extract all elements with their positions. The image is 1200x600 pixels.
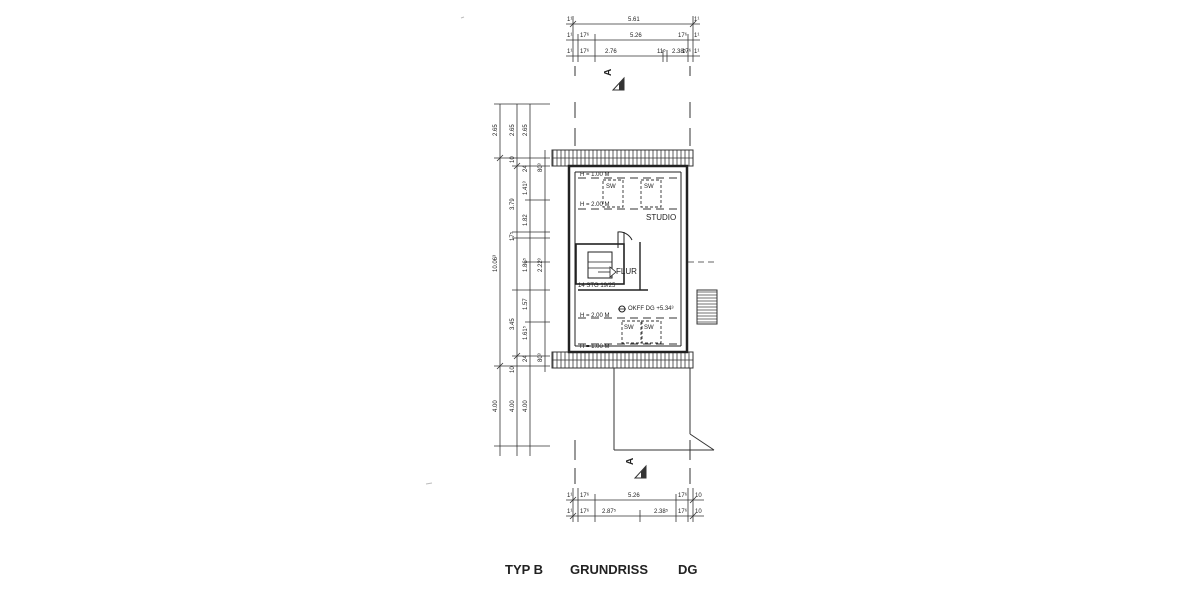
section-line-a [574, 66, 691, 484]
title-floor: DG [678, 562, 698, 577]
svg-text:2.65: 2.65 [523, 124, 529, 136]
walls [567, 164, 689, 354]
svg-text:17⁶: 17⁶ [580, 492, 590, 499]
stair-core [575, 242, 648, 291]
svg-text:1¹: 1¹ [694, 49, 699, 55]
svg-text:H = 1.00 M: H = 1.00 M [580, 344, 610, 350]
svg-text:2.65: 2.65 [510, 124, 516, 136]
svg-text:17⁶: 17⁶ [678, 32, 688, 39]
svg-text:2.65: 2.65 [493, 124, 499, 136]
svg-text:4.00: 4.00 [493, 400, 499, 412]
roof-eave-bottom [551, 351, 694, 369]
svg-text:5.26: 5.26 [630, 33, 642, 39]
section-marker-bottom: A [625, 458, 647, 479]
svg-text:SW: SW [606, 184, 616, 190]
svg-text:3.79: 3.79 [510, 198, 516, 210]
svg-text:1¹: 1¹ [694, 33, 699, 39]
top-dimension-chains [566, 16, 700, 62]
svg-text:17⁵: 17⁵ [509, 231, 516, 241]
section-marker-top: A [603, 69, 625, 91]
svg-text:17⁶: 17⁶ [682, 48, 692, 55]
svg-text:80³: 80³ [538, 353, 544, 362]
svg-text:H = 2.00 M: H = 2.00 M [580, 313, 610, 319]
svg-text:3.45: 3.45 [510, 318, 516, 330]
svg-text:1¹: 1¹ [567, 49, 572, 55]
svg-text:2.22³: 2.22³ [538, 258, 544, 272]
svg-text:11⁵: 11⁵ [657, 48, 666, 55]
top-dimension-labels: 1¹ 5.61 1¹ 1¹ 17⁶ 5.26 17⁶ 1¹ 1¹ 17⁶ 2.7… [567, 17, 699, 55]
svg-text:17⁶: 17⁶ [678, 492, 688, 499]
svg-text:10: 10 [510, 156, 516, 163]
svg-text:2.38⁵: 2.38⁵ [672, 48, 687, 55]
door-swing [617, 231, 633, 248]
svg-text:2.76: 2.76 [605, 49, 617, 55]
skylights [602, 179, 662, 344]
svg-text:4.00: 4.00 [510, 400, 516, 412]
scan-mark [460, 16, 465, 19]
lower-outline [613, 368, 715, 451]
svg-text:17⁶: 17⁶ [580, 508, 590, 515]
level-marker: OKFF DG +5.34³ [618, 305, 674, 313]
svg-text:A: A [625, 458, 636, 465]
stair-note: 14 STG 19/25 [578, 283, 616, 289]
bottom-dimension-chains [566, 488, 704, 522]
svg-text:10: 10 [695, 509, 702, 515]
svg-text:1¹: 1¹ [567, 493, 572, 499]
left-dimension-chains [494, 103, 550, 456]
svg-text:SW: SW [644, 184, 654, 190]
title-type: TYP B [505, 562, 544, 577]
svg-text:1.61⁵: 1.61⁵ [522, 325, 529, 340]
svg-text:SW: SW [644, 325, 654, 331]
svg-text:5.26: 5.26 [628, 493, 640, 499]
roof-eave-top [551, 149, 694, 167]
svg-text:10.06³: 10.06³ [493, 255, 499, 272]
scan-mark [425, 482, 433, 485]
svg-text:OKFF DG +5.34³: OKFF DG +5.34³ [628, 306, 674, 312]
height-labels: H = 1.00 M H = 2.00 M H = 2.00 M H = 1.0… [580, 172, 610, 350]
svg-text:1¹: 1¹ [694, 17, 699, 23]
svg-text:1¹: 1¹ [567, 33, 572, 39]
svg-text:5.61: 5.61 [628, 17, 640, 23]
room-label-studio: STUDIO [646, 213, 676, 222]
svg-text:80³: 80³ [538, 163, 544, 172]
svg-text:1.57: 1.57 [523, 298, 529, 310]
svg-text:17⁶: 17⁶ [580, 48, 590, 55]
svg-text:H = 1.00 M: H = 1.00 M [580, 172, 610, 178]
svg-text:24: 24 [523, 165, 529, 172]
left-dimension-labels: 2.65 10.06³ 4.00 2.65 10 3.79 17⁵ 3.45 1… [493, 124, 544, 412]
svg-text:4.00: 4.00 [523, 400, 529, 412]
svg-text:10: 10 [695, 493, 702, 499]
room-label-flur: FLUR [616, 267, 637, 276]
svg-text:10: 10 [510, 366, 516, 373]
svg-text:1.82: 1.82 [523, 214, 529, 226]
svg-text:2.38⁵: 2.38⁵ [654, 508, 669, 515]
title-view: GRUNDRISS [570, 562, 649, 577]
svg-text:24: 24 [523, 355, 529, 362]
bottom-dimension-labels: 1¹ 17⁶ 5.26 17⁶ 10 1¹ 17⁶ 2.87⁵ 2.38⁵ 17… [567, 492, 702, 515]
svg-text:1¹: 1¹ [567, 17, 572, 23]
svg-text:1.41³: 1.41³ [523, 181, 529, 195]
svg-text:17⁶: 17⁶ [580, 32, 590, 39]
svg-text:1¹: 1¹ [567, 509, 572, 515]
svg-text:2.87⁵: 2.87⁵ [602, 508, 617, 515]
exterior-stair [696, 289, 718, 325]
svg-text:17⁶: 17⁶ [678, 508, 688, 515]
skylight-labels: SW SW SW SW [606, 184, 654, 331]
svg-text:1.86⁵: 1.86⁵ [522, 257, 529, 272]
svg-text:H = 2.00 M: H = 2.00 M [580, 202, 610, 208]
height-lines [578, 177, 680, 345]
svg-text:SW: SW [624, 325, 634, 331]
svg-text:A: A [603, 69, 614, 76]
